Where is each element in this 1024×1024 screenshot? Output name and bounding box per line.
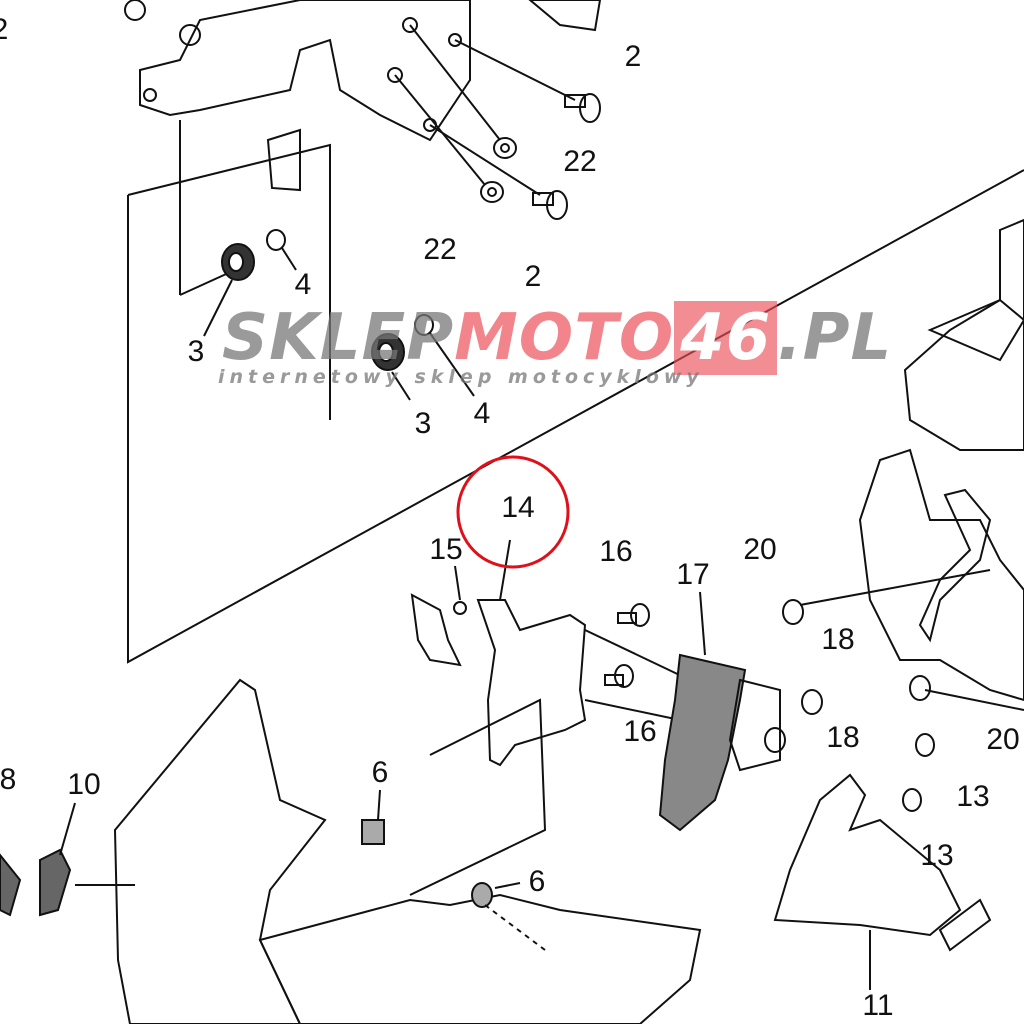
clip-part xyxy=(938,898,992,952)
callout-20: 20 xyxy=(743,533,777,566)
grille-17 xyxy=(658,653,747,832)
screw-20b xyxy=(909,675,931,701)
screw-13a xyxy=(915,733,935,757)
callout-18: 18 xyxy=(826,721,860,754)
callout-18: 18 xyxy=(821,623,855,656)
screw-13b xyxy=(902,788,922,812)
screw-2a xyxy=(564,93,601,123)
callout-14: 14 xyxy=(501,491,535,524)
bracket-14 xyxy=(476,599,587,767)
fairing-lower xyxy=(113,678,327,1024)
nut-22a xyxy=(493,137,517,159)
callout-16: 16 xyxy=(623,715,657,748)
watermark-logo: SKLEPMOTO46.PL xyxy=(222,301,892,375)
callout-6: 6 xyxy=(528,865,546,898)
cover-11 xyxy=(773,773,962,937)
callout-17: 17 xyxy=(676,558,710,591)
callout-2: 2 xyxy=(524,260,542,293)
callout-8: 8 xyxy=(0,763,17,796)
callout-4: 4 xyxy=(294,268,312,301)
callout-15: 15 xyxy=(429,533,463,566)
clip-6b xyxy=(471,882,493,908)
plate-15 xyxy=(410,593,462,667)
part-8 xyxy=(0,853,22,917)
reference-frame-lower xyxy=(409,698,547,896)
grille-10 xyxy=(39,848,72,917)
top-right-part xyxy=(528,0,602,32)
grommet-3a xyxy=(221,243,255,281)
callout-13: 13 xyxy=(920,839,954,872)
screw-18b xyxy=(764,727,786,753)
screw-4b xyxy=(414,314,434,336)
upper-bracket xyxy=(139,0,471,142)
screw-16b xyxy=(604,664,634,688)
watermark-part-46: 46 xyxy=(674,301,778,375)
callout-3: 3 xyxy=(187,335,205,368)
callout-2: 2 xyxy=(624,40,642,73)
screw-16a xyxy=(617,603,650,627)
callout-10: 10 xyxy=(67,768,101,801)
bracket-20 xyxy=(918,488,992,643)
callout-6: 6 xyxy=(371,756,389,789)
callout-4: 4 xyxy=(473,397,491,430)
callout-20: 20 xyxy=(986,723,1020,756)
screw-18a xyxy=(801,689,823,715)
watermark-tagline: internetowy sklep motocyklowy xyxy=(218,366,704,388)
reference-frame-upper xyxy=(127,143,331,420)
callout-3: 3 xyxy=(414,407,432,440)
callout-16: 16 xyxy=(599,535,633,568)
callout-11: 11 xyxy=(862,989,894,1022)
screw-4a xyxy=(266,229,286,251)
callout-22: 22 xyxy=(563,145,597,178)
clip-6a xyxy=(361,819,385,845)
watermark-part-moto: MOTO xyxy=(454,301,675,375)
small-bracket xyxy=(266,128,301,192)
screw-2b xyxy=(532,190,568,220)
watermark-part-sklep: SKLEP xyxy=(222,301,455,375)
grommet-3b xyxy=(371,333,405,371)
callout-22: 22 xyxy=(423,233,457,266)
side-cover-right xyxy=(858,448,1024,702)
headlight-assembly xyxy=(903,218,1024,451)
screw-20a xyxy=(782,599,804,625)
nut-22b xyxy=(480,181,504,203)
highlight-circle-14 xyxy=(456,455,570,569)
callout-2: 2 xyxy=(0,15,8,45)
watermark-part-pl: .PL xyxy=(777,301,893,375)
callout-13: 13 xyxy=(956,780,990,813)
